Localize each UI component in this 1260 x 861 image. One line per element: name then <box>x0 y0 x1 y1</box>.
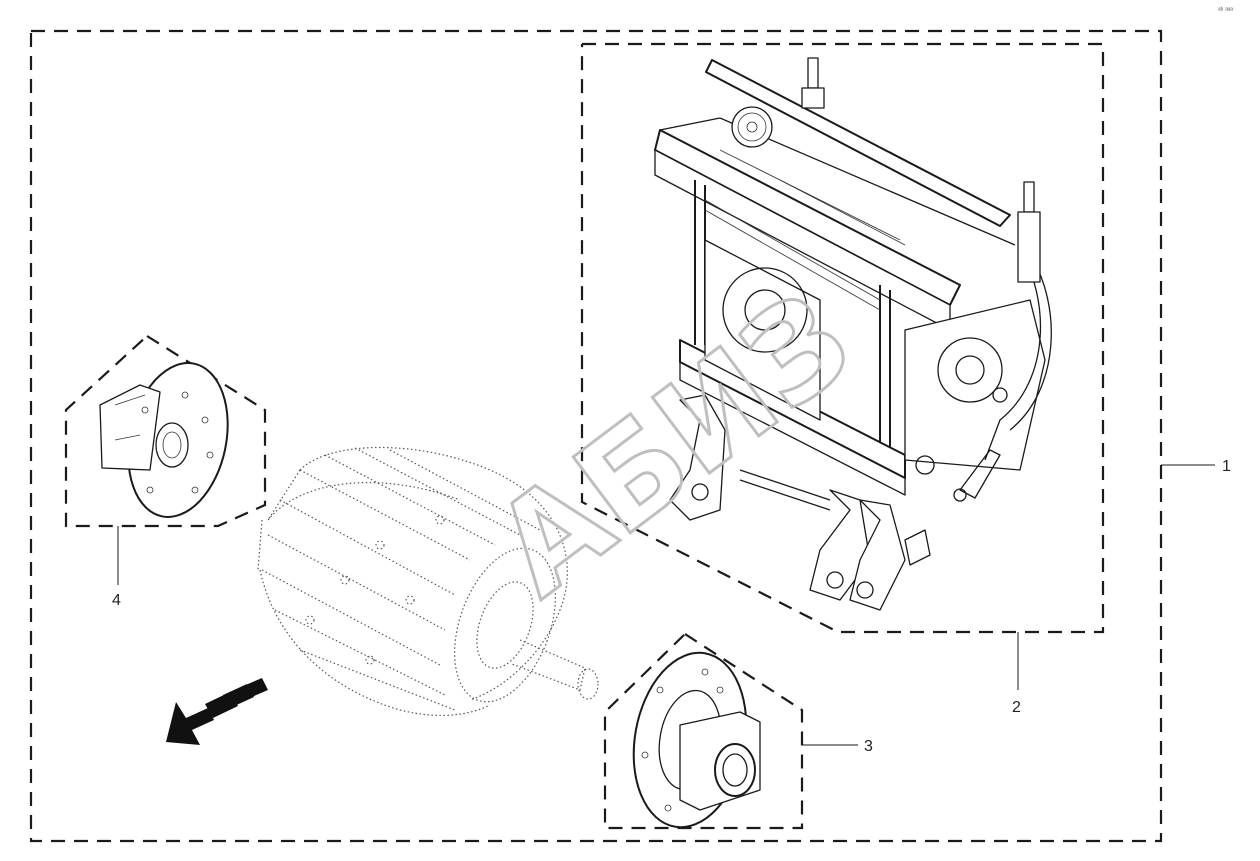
rotor-drum-drawing <box>257 447 599 717</box>
assembly-4-boundary <box>64 334 267 528</box>
assembly-2-boundary <box>580 42 1105 634</box>
callout-2: 2 <box>1012 699 1021 716</box>
assembly-3-boundary <box>603 632 804 830</box>
bearing-3-drawing <box>632 651 761 829</box>
assembly-1-boundary <box>29 29 1163 843</box>
callout-4: 4 <box>112 592 121 609</box>
callout-1: 1 <box>1222 458 1231 475</box>
direction-arrow-icon <box>166 678 268 745</box>
bearing-4-drawing <box>99 362 229 518</box>
corner-mark: ᵃᵇ ᵃᵃᵃ <box>1218 7 1233 14</box>
callout-3: 3 <box>864 738 873 755</box>
housing-frame-drawing <box>654 57 1052 611</box>
